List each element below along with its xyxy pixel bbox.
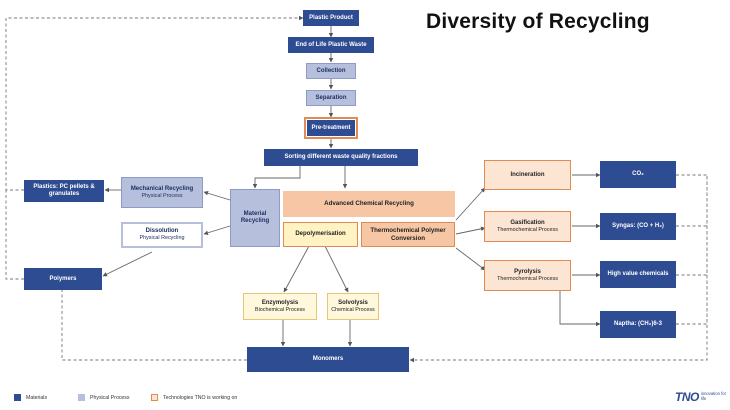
legend-swatch-physical <box>78 394 85 401</box>
node-depolymerisation: Depolymerisation <box>283 222 358 247</box>
node-label: Plastic Product <box>309 14 353 21</box>
node-label: Separation <box>315 94 347 101</box>
tno-logo: TNO innovation for life <box>675 390 727 404</box>
loop-monomers <box>61 290 247 361</box>
loop-pellets-to-plastic <box>5 15 304 191</box>
node-label: Syngas: (CO + H₂) <box>612 223 664 230</box>
node-label: CO₂ <box>632 171 644 178</box>
node-label: Polymers <box>49 275 77 282</box>
node-collection: Collection <box>306 63 356 79</box>
node-incineration: Incineration <box>484 160 571 190</box>
arrow-depol-to-enzymolysis <box>283 245 310 293</box>
node-material-recycling: Material Recycling <box>230 189 280 247</box>
node-label: Monomers <box>312 356 344 363</box>
legend-label: Technologies TNO is working on <box>163 394 238 401</box>
node-subtitle: Thermochemical Process <box>497 275 558 282</box>
node-label: Plastics: PC pellets & granulates <box>33 184 95 197</box>
legend-label: Materials <box>26 394 48 401</box>
node-label: Depolymerisation <box>295 231 346 238</box>
node-label: Material Recycling <box>240 211 270 224</box>
node-pyrolysis: Pyrolysis Thermochemical Process <box>484 260 571 291</box>
node-subtitle: Thermochemical Process <box>497 226 558 233</box>
node-monomers: Monomers <box>247 347 409 372</box>
node-subtitle: Chemical Process <box>331 306 375 313</box>
legend-swatch-tno <box>151 394 158 401</box>
node-pre-treatment: Pre-treatment <box>304 117 358 139</box>
node-gasification: Gasification Thermochemical Process <box>484 211 571 242</box>
node-enzymolysis: Enzymolysis Biochemical Process <box>243 293 317 320</box>
legend-label: Physical Process <box>90 394 130 401</box>
loop-polymers-to-left <box>5 190 24 280</box>
arrow-material-to-dissolution <box>203 225 231 235</box>
node-title: Dissolution <box>145 228 179 235</box>
arrow-depol-to-solvolysis <box>324 245 349 293</box>
node-title: Pyrolysis <box>514 268 541 275</box>
legend-tno: Technologies TNO is working on <box>151 394 237 401</box>
node-sorting: Sorting different waste quality fraction… <box>264 149 418 166</box>
node-label: Incineration <box>510 171 545 178</box>
node-advanced-chemical-recycling: Advanced Chemical Recycling <box>283 191 455 217</box>
loop-naptha-to-monomers <box>409 175 708 363</box>
node-plastic-product: Plastic Product <box>303 10 359 26</box>
node-end-of-life-plastic-waste: End of Life Plastic Waste <box>288 37 374 53</box>
node-high-value-chemicals: High value chemicals <box>600 261 676 288</box>
node-syngas: Syngas: (CO + H₂) <box>600 213 676 240</box>
node-separation: Separation <box>306 90 356 106</box>
node-label: Naptha: (CH₂)6-3 <box>614 321 662 328</box>
node-label: End of Life Plastic Waste <box>295 41 367 48</box>
node-co2: CO₂ <box>600 161 676 188</box>
arrow-sorting-to-material <box>252 166 301 189</box>
arrow-dissolution-to-polymers <box>102 251 153 277</box>
node-dissolution: Dissolution Physical Recycling <box>121 222 203 248</box>
node-title: Solvolysis <box>338 299 368 306</box>
legend-physical: Physical Process <box>78 394 130 401</box>
diagram-title: Diversity of Recycling <box>426 10 650 33</box>
legend-swatch-materials <box>14 394 21 401</box>
node-label: Sorting different waste quality fraction… <box>284 154 398 161</box>
node-naptha: Naptha: (CH₂)6-3 <box>600 311 676 338</box>
logo-word: TNO <box>675 390 699 404</box>
arrow-thermo-to-gasification <box>455 226 486 235</box>
node-polymers: Polymers <box>24 268 102 290</box>
node-label: Pre-treatment <box>311 124 351 131</box>
node-thermochemical-conversion: Thermochemical Polymer Conversion <box>361 222 455 247</box>
arrow-pyrolysis-to-naptha <box>559 290 601 327</box>
node-plastics-pellets: Plastics: PC pellets & granulates <box>24 180 104 202</box>
node-label: Collection <box>316 67 346 74</box>
arrow-thermo-to-pyrolysis <box>455 247 486 271</box>
node-mechanical-recycling: Mechanical Recycling Physical Process <box>121 177 203 208</box>
node-subtitle: Biochemical Process <box>254 306 306 313</box>
node-subtitle: Physical Recycling <box>139 235 185 242</box>
legend-materials: Materials <box>14 394 47 401</box>
logo-tagline: innovation for life <box>700 391 726 401</box>
arrow-thermo-to-incineration <box>455 187 486 221</box>
node-title: Mechanical Recycling <box>130 185 194 192</box>
arrow-material-to-mechanical <box>203 191 231 201</box>
node-title: Gasification <box>510 219 545 226</box>
node-label: Thermochemical Polymer Conversion <box>370 227 446 242</box>
node-title: Enzymolysis <box>261 299 299 306</box>
node-label: Advanced Chemical Recycling <box>324 200 414 208</box>
node-solvolysis: Solvolysis Chemical Process <box>327 293 379 320</box>
node-subtitle: Physical Process <box>141 192 183 199</box>
node-label: High value chemicals <box>607 271 669 278</box>
